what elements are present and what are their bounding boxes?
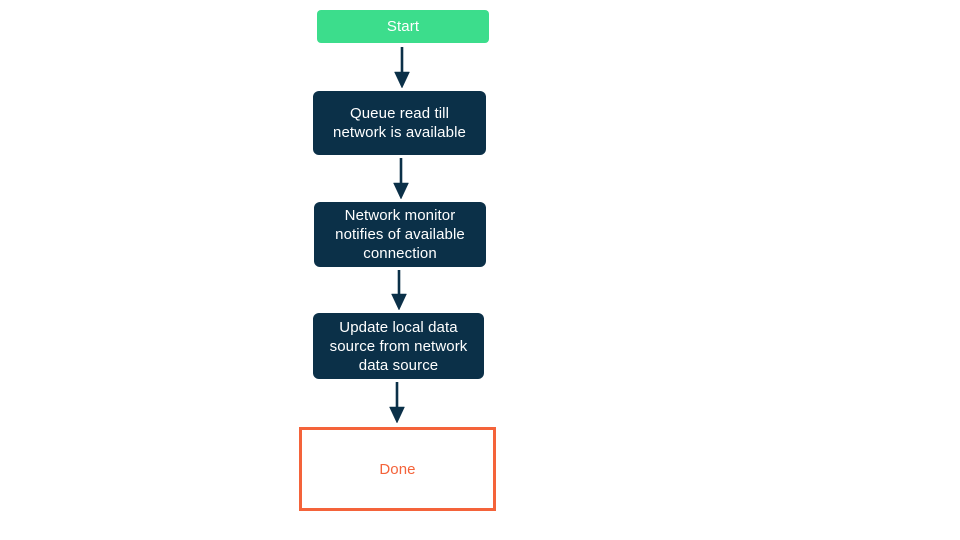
arrow-network-monitor-to-update-local: [391, 270, 407, 311]
node-network-monitor[interactable]: Network monitor notifies of available co…: [314, 202, 486, 267]
node-done[interactable]: Done: [299, 427, 496, 511]
node-queue-read[interactable]: Queue read till network is available: [313, 91, 486, 155]
node-start[interactable]: Start: [317, 10, 489, 43]
node-update-local-data-source[interactable]: Update local data source from network da…: [313, 313, 484, 379]
arrow-update-local-to-done: [389, 382, 405, 424]
arrow-start-to-queue-read: [394, 47, 410, 89]
arrow-queue-read-to-network-monitor: [393, 158, 409, 200]
